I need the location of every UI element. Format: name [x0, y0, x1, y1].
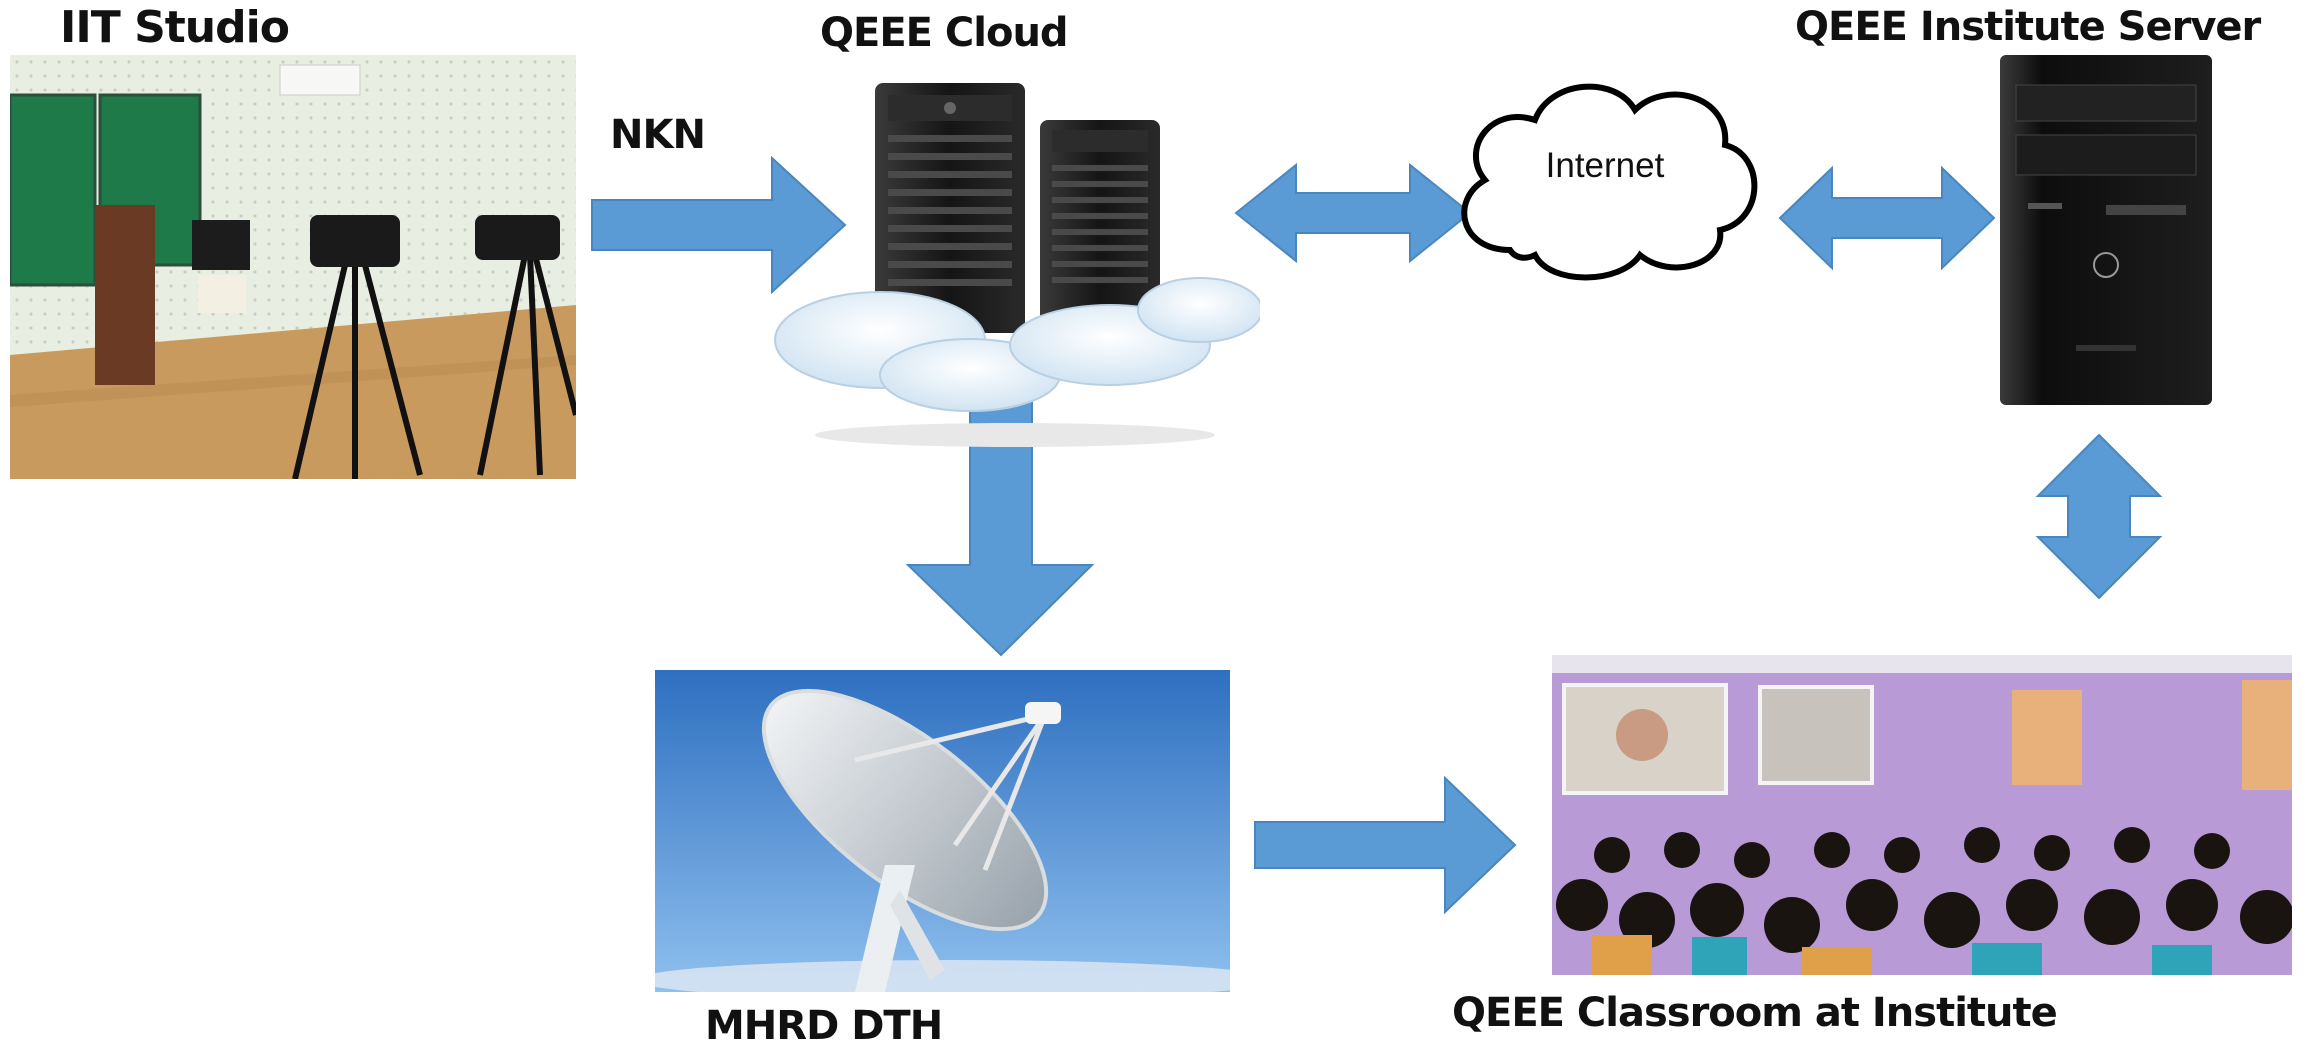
arrow-cloud-to-dth — [905, 379, 1095, 657]
arrow-cloud-internet — [1234, 162, 1472, 264]
cloud-icon: Internet — [1440, 60, 1770, 290]
arrow-server-classroom — [2035, 433, 2163, 600]
server-rack-cloud-icon — [770, 75, 1263, 455]
qeee-institute-server-label: QEEE Institute Server — [1795, 4, 2261, 50]
arrow-internet-server — [1778, 165, 1996, 271]
desktop-tower-icon — [1996, 55, 2216, 410]
qeee-cloud-label: QEEE Cloud — [820, 10, 1069, 56]
studio-photo — [10, 55, 576, 479]
arrow-studio-to-cloud — [591, 155, 847, 295]
nkn-label: NKN — [610, 112, 706, 158]
arrow-dth-to-classroom — [1254, 775, 1517, 915]
iit-studio-label: IIT Studio — [60, 2, 290, 53]
mhrd-dth-label: MHRD DTH — [705, 1003, 943, 1049]
classroom-photo — [1552, 655, 2292, 975]
internet-label: Internet — [1546, 146, 1665, 185]
satellite-dish-photo — [655, 670, 1230, 992]
qeee-classroom-label: QEEE Classroom at Institute — [1452, 990, 2058, 1036]
